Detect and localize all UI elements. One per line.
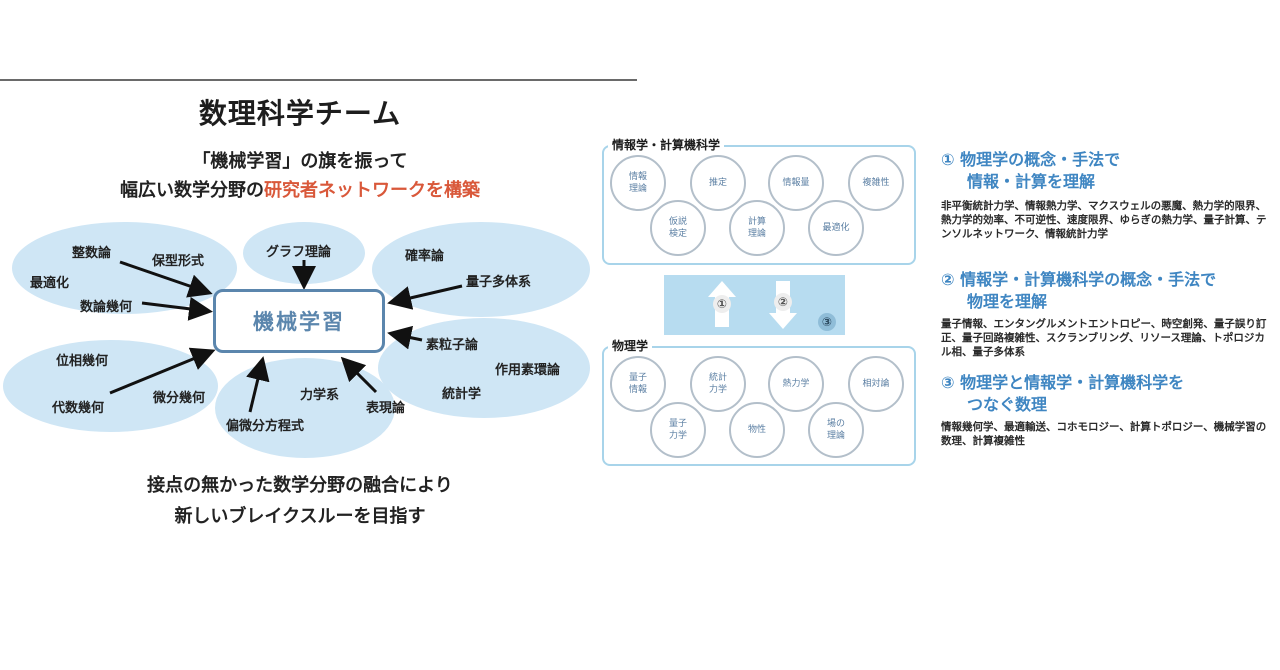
info-circle: 仮説 検定 [650,200,706,256]
section-3-title-line2: つなぐ数理 [967,395,1048,414]
conclusion-line-1: 接点の無かった数学分野の融合により [147,475,453,496]
topic-probability: 確率論 [405,249,445,264]
section-2-title-line1: 情報学・計算機科学の概念・手法で [960,270,1217,289]
info-science-label: 情報学・計算機科学 [608,136,725,153]
topic-representation-theory: 表現論 [366,401,406,416]
topic-pde: 偏微分方程式 [226,419,305,434]
info-circle: 情報量 [768,155,824,211]
section-1-body: 非平衡統計力学、情報熱力学、マクスウェルの悪魔、熱力学的限界、熱力学的効率、不可… [941,200,1267,240]
section-2-body: 量子情報、エンタングルメントエントロピー、時空創発、量子誤り訂正、量子回路複雑性… [941,318,1267,358]
topic-algebraic-geometry: 代数幾何 [52,401,105,416]
info-circle: 情報 理論 [610,155,666,211]
topic-dynamical-systems: 力学系 [300,388,340,403]
info-circle: 推定 [690,155,746,211]
topic-integer-theory: 整数論 [72,246,112,261]
topic-quantum-many-body: 量子多体系 [466,275,532,290]
bubble-probability [372,222,590,317]
section-3-title: ③ 物理学と情報学・計算機科学を つなぐ数理 [941,372,1184,416]
topic-operator-algebra: 作用素環論 [495,363,561,378]
physics-circle: 統計 力学 [690,356,746,412]
center-node-machine-learning: 機械学習 [213,289,385,353]
section-2-number: ② [941,270,955,289]
section-1-title: ① 物理学の概念・手法で 情報・計算を理解 [941,149,1120,193]
physics-circle: 量子 力学 [650,402,706,458]
physics-circle: 相対論 [848,356,904,412]
info-circle: 複雑性 [848,155,904,211]
physics-label: 物理学 [608,337,653,354]
physics-circle: 物性 [729,402,785,458]
topic-topology-geometry: 位相幾何 [56,354,109,369]
physics-circle: 熱力学 [768,356,824,412]
team-title: 数理科学チーム [198,97,402,130]
section-1-number: ① [941,150,955,169]
section-2-title-line2: 物理を理解 [967,292,1048,311]
topic-statistics: 統計学 [442,387,482,402]
section-3-body: 情報幾何学、最適輸送、コホモロジー、計算トポロジー、機械学習の数理、計算複雑性 [941,421,1267,447]
topic-particle-theory: 素粒子論 [426,338,479,353]
subtitle-line-2: 幅広い数学分野の研究者ネットワークを構築 [0,176,600,202]
topic-modular-forms: 保型形式 [152,254,205,269]
arrow-label-1: ① [713,295,731,313]
subtitle-prefix: 幅広い数学分野の [120,180,264,201]
arrow-label-3: ③ [818,313,836,331]
subtitle-line-1: 「機械学習」の旗を振って [192,151,408,172]
top-divider-line [0,79,637,81]
arrow-label-2: ② [774,293,792,311]
info-circle: 計算 理論 [729,200,785,256]
section-3-number: ③ [941,373,955,392]
info-circle: 最適化 [808,200,864,256]
conclusion-line-2: 新しいブレイクスルーを目指す [174,506,426,527]
topic-graph-theory: グラフ理論 [266,245,332,260]
topic-optimization: 最適化 [30,276,70,291]
subtitle-highlight: 研究者ネットワークを構築 [264,180,480,201]
section-2-title: ② 情報学・計算機科学の概念・手法で 物理を理解 [941,269,1216,313]
relation-arrow-box: ① ② ③ [664,275,845,335]
bubble-geometry [3,340,218,432]
up-down-arrows-icon [708,281,797,329]
section-1-title-line2: 情報・計算を理解 [967,172,1096,191]
physics-circle: 量子 情報 [610,356,666,412]
section-1-title-line1: 物理学の概念・手法で [960,150,1121,169]
section-3-title-line1: 物理学と情報学・計算機科学を [960,373,1185,392]
physics-circle: 場の 理論 [808,402,864,458]
topic-arithmetic-geometry: 数論幾何 [80,300,133,315]
topic-differential-geometry: 微分幾何 [153,391,206,406]
